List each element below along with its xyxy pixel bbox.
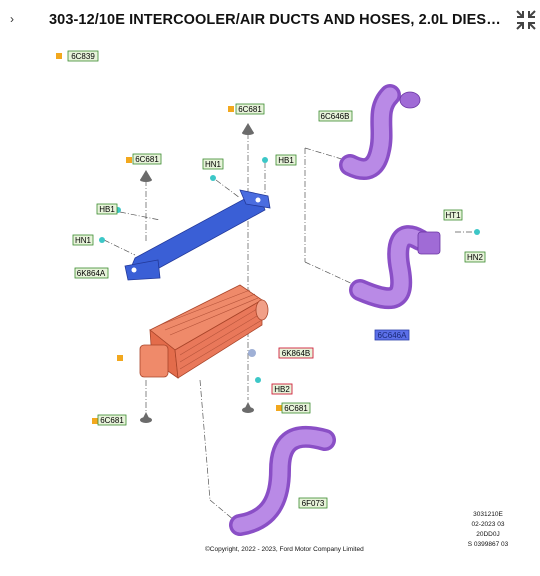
diagram-svg: 6C839 6C681 6C681 6C646B HN1 HB1 HB1 HN1… [56,50,486,536]
svg-text:6C681: 6C681 [135,155,159,164]
callout-HN2[interactable]: HN2 [464,251,486,263]
chevron-right-icon[interactable]: › [10,12,14,26]
fasteners [140,123,254,423]
svg-text:6K864A: 6K864A [77,269,106,278]
callout-6K864A[interactable]: 6K864A [74,267,109,279]
svg-text:HB2: HB2 [274,385,290,394]
svg-text:HB1: HB1 [278,156,294,165]
callouts: 6C839 6C681 6C681 6C646B HN1 HB1 HB1 HN1… [67,50,486,509]
svg-text:6K864B: 6K864B [282,349,310,358]
svg-text:6F073: 6F073 [302,499,325,508]
callout-HB1-b[interactable]: HB1 [96,203,118,215]
callout-6K864B[interactable]: 6K864B [278,347,314,359]
copyright-text: ©Copyright, 2022 - 2023, Ford Motor Comp… [205,546,364,553]
callout-HB2[interactable]: HB2 [271,383,293,395]
svg-text:HT1: HT1 [445,211,461,220]
svg-text:6C839: 6C839 [71,52,95,61]
parts-diagram: 6C839 6C681 6C681 6C646B HN1 HB1 HB1 HN1… [0,42,540,571]
page-title: 303-12/10E INTERCOOLER/AIR DUCTS AND HOS… [49,12,504,28]
callout-HN1-a[interactable]: HN1 [202,158,224,170]
callout-HT1[interactable]: HT1 [443,209,463,221]
figure-ref-2: 02-2023 03 [471,521,505,528]
hose-upper [339,84,421,181]
figure-ref-1: 3031210E [473,511,503,518]
svg-text:HN1: HN1 [75,236,92,245]
bracket [124,189,271,281]
svg-text:HN1: HN1 [205,160,222,169]
callout-HN1-b[interactable]: HN1 [72,234,94,246]
callout-6C681-left[interactable]: 6C681 [132,153,162,165]
figure-ref-4: S 0399867 03 [467,541,509,548]
svg-text:6C681: 6C681 [284,404,308,413]
collapse-icon[interactable] [514,8,538,32]
callout-6C646B[interactable]: 6C646B [318,110,353,122]
svg-text:HN2: HN2 [467,253,484,262]
svg-text:HB1: HB1 [99,205,115,214]
leader-lines [103,133,475,526]
svg-text:6C646B: 6C646B [321,112,350,121]
callout-6C681-bottom-right[interactable]: 6C681 [281,402,311,414]
callout-HB1-a[interactable]: HB1 [275,154,297,166]
callout-6C839[interactable]: 6C839 [67,50,99,62]
callout-6C646A[interactable]: 6C646A [374,329,410,341]
small-clips [56,53,480,424]
svg-text:6C681: 6C681 [238,105,262,114]
hose-middle [349,225,441,310]
intercooler [139,284,269,379]
title-bar: › 303-12/10E INTERCOOLER/AIR DUCTS AND H… [0,0,540,43]
svg-text:6C646A: 6C646A [378,331,408,340]
hose-lower [229,425,336,536]
callout-6C681-bottom-left[interactable]: 6C681 [97,414,127,426]
callout-6C681-top[interactable]: 6C681 [235,103,265,115]
callout-6F073[interactable]: 6F073 [298,497,328,509]
svg-text:6C681: 6C681 [100,416,124,425]
figure-ref-3: 20DD0J [476,531,500,538]
